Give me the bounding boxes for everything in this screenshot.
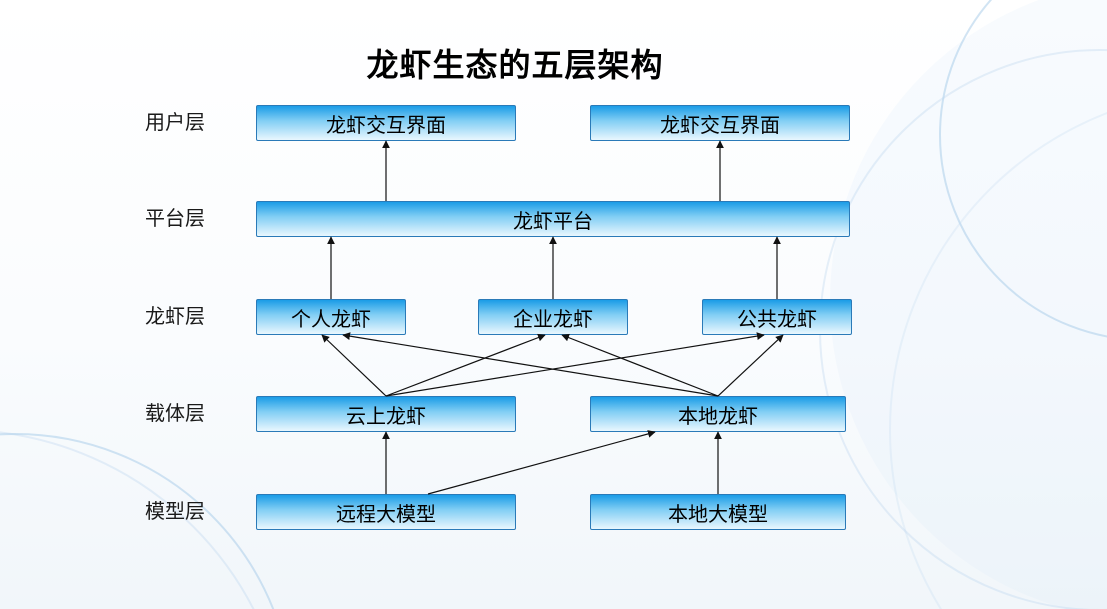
node-user-interface-right: 龙虾交互界面 <box>590 105 850 141</box>
node-personal-lobster: 个人龙虾 <box>256 299 406 335</box>
node-public-lobster: 公共龙虾 <box>702 299 852 335</box>
node-cloud-lobster: 云上龙虾 <box>256 396 516 432</box>
layer-label-user-layer: 用户层 <box>145 112 205 134</box>
node-user-interface-left: 龙虾交互界面 <box>256 105 516 141</box>
diagram-title: 龙虾生态的五层架构 <box>366 47 664 83</box>
layer-label-platform-layer: 平台层 <box>145 208 205 230</box>
layer-label-model-layer: 模型层 <box>145 501 205 523</box>
node-enterprise-lobster: 企业龙虾 <box>478 299 628 335</box>
node-remote-large-model: 远程大模型 <box>256 494 516 530</box>
node-local-lobster: 本地龙虾 <box>590 396 846 432</box>
node-lobster-platform: 龙虾平台 <box>256 201 850 237</box>
layer-label-carrier-layer: 载体层 <box>145 403 205 425</box>
node-local-large-model: 本地大模型 <box>590 494 846 530</box>
layer-label-lobster-layer: 龙虾层 <box>145 306 205 328</box>
